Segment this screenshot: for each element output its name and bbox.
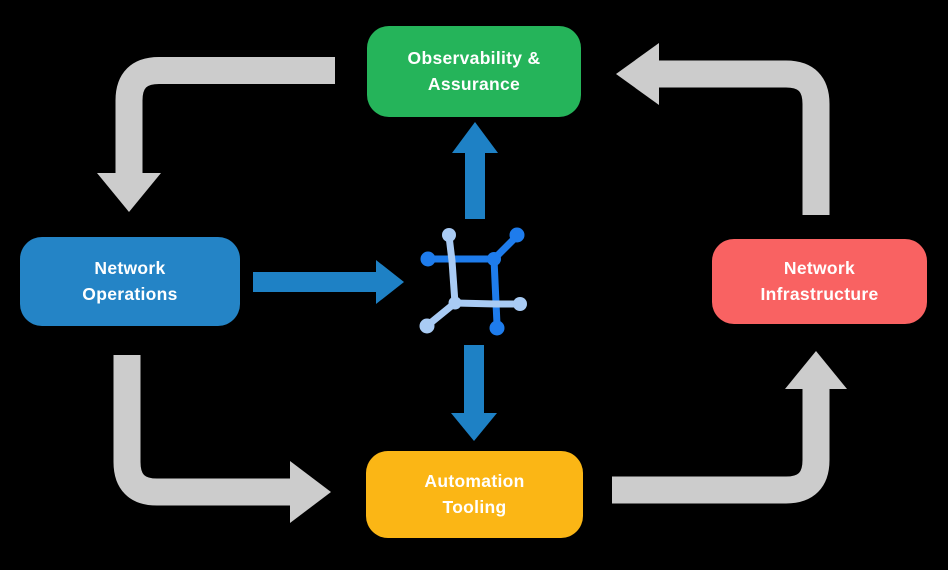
node-observability-assurance: Observability & Assurance: [367, 26, 581, 117]
arrow-center-to-automation: [451, 345, 497, 441]
node-network-infrastructure: Network Infrastructure: [712, 239, 927, 324]
node-automation-tooling: Automation Tooling: [366, 451, 583, 538]
node-observability-label: Observability & Assurance: [407, 48, 541, 94]
arrow-infrastructure-to-observability: [616, 43, 830, 215]
node-network-operations: Network Operations: [20, 237, 240, 326]
node-operations-label: Network Operations: [82, 258, 178, 304]
arrow-automation-to-infrastructure: [612, 351, 847, 504]
arrow-observability-to-operations: [97, 57, 335, 212]
node-infrastructure-label: Network Infrastructure: [760, 258, 879, 304]
network-nodes-icon: [419, 227, 527, 336]
arrow-operations-to-automation: [113, 355, 331, 523]
arrow-center-to-observability: [452, 122, 498, 219]
node-automation-label: Automation Tooling: [424, 471, 525, 517]
arrow-operations-to-center: [253, 260, 404, 304]
